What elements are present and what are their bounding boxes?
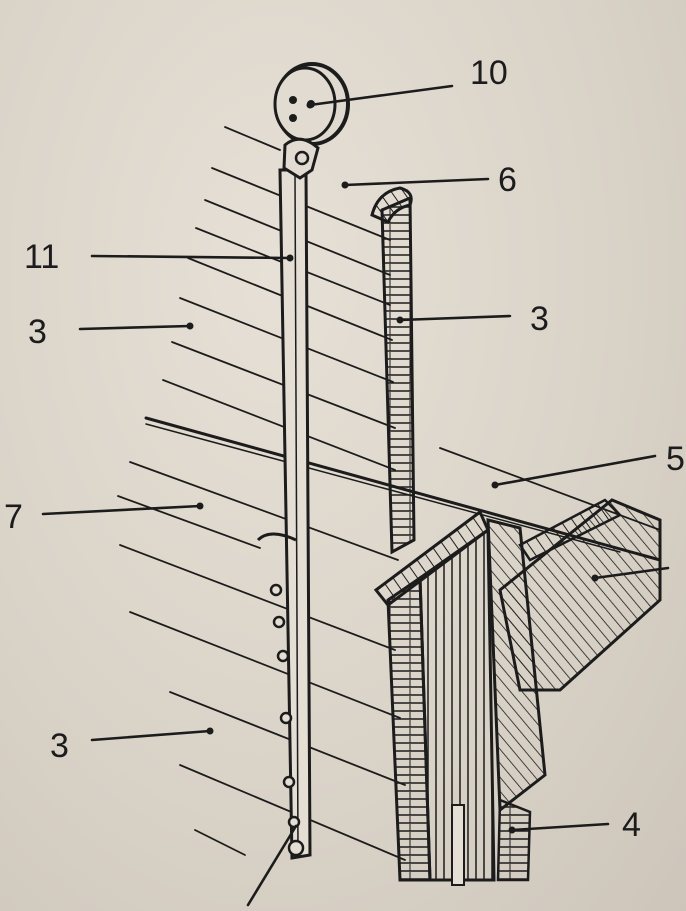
callout-7: 7 — [4, 498, 23, 536]
pulley-wheel — [273, 62, 350, 180]
callout-3-left-upper: 3 — [28, 313, 47, 351]
callout-3-left-lower: 3 — [50, 727, 69, 765]
callout-labels: 10 6 11 3 3 5 7 3 4 — [4, 54, 685, 844]
leader-lines — [41, 84, 670, 907]
callout-3-right: 3 — [530, 300, 549, 338]
callout-11: 11 — [24, 238, 59, 276]
pole-holes — [269, 583, 305, 857]
ladder-pole — [256, 168, 312, 860]
callout-4: 4 — [622, 806, 641, 844]
leader-dots — [186, 101, 599, 834]
callout-6: 6 — [498, 161, 517, 199]
rafter-beam — [498, 498, 662, 692]
upper-wall — [380, 195, 416, 555]
callout-5: 5 — [666, 440, 685, 478]
callout-10: 10 — [470, 54, 508, 92]
